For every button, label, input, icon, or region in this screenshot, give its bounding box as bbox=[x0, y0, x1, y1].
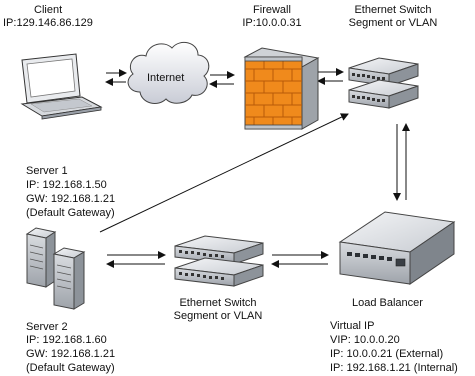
load-balancer-name: Load Balancer bbox=[352, 297, 423, 309]
server1-name: Server 1 bbox=[26, 165, 68, 177]
server1-gw: GW: 192.168.1.21 bbox=[26, 193, 116, 205]
firewall-ip: IP:10.0.0.31 bbox=[242, 17, 302, 29]
link-server1-switch bbox=[99, 113, 349, 233]
firewall-icon bbox=[243, 47, 320, 130]
connections bbox=[99, 68, 410, 268]
lb-ip-external: IP: 10.0.0.21 (External) bbox=[330, 348, 444, 360]
internet-label: Internet bbox=[147, 72, 185, 84]
switch-bottom-label-1: Ethernet Switch bbox=[179, 297, 257, 309]
switch-icon bbox=[348, 57, 419, 109]
vip-title: Virtual IP bbox=[330, 320, 375, 332]
server-icon bbox=[25, 227, 86, 310]
client-ip: IP:129.146.86.129 bbox=[3, 17, 93, 29]
switch-icon bbox=[174, 235, 264, 287]
load-balancer-icon bbox=[338, 211, 456, 285]
server1-ip: IP: 192.168.1.50 bbox=[26, 179, 107, 191]
switch-bottom-label-2: Segment or VLAN bbox=[173, 310, 263, 322]
cloud-icon bbox=[127, 41, 210, 104]
server2-gw: GW: 192.168.1.21 bbox=[26, 348, 116, 360]
server2-note: (Default Gateway) bbox=[26, 362, 115, 374]
vip-address: VIP: 10.0.0.20 bbox=[330, 334, 400, 346]
server2-name: Server 2 bbox=[26, 321, 68, 333]
lb-ip-internal: IP: 192.168.1.21 (Internal) bbox=[330, 362, 458, 374]
server2-ip: IP: 192.168.1.60 bbox=[26, 334, 107, 346]
server1-note: (Default Gateway) bbox=[26, 207, 115, 219]
switch-top-label-2: Segment or VLAN bbox=[348, 17, 438, 29]
switch-top-label-1: Ethernet Switch bbox=[354, 4, 432, 16]
laptop-icon bbox=[20, 53, 103, 120]
client-name: Client bbox=[34, 4, 63, 16]
firewall-name: Firewall bbox=[253, 4, 291, 16]
